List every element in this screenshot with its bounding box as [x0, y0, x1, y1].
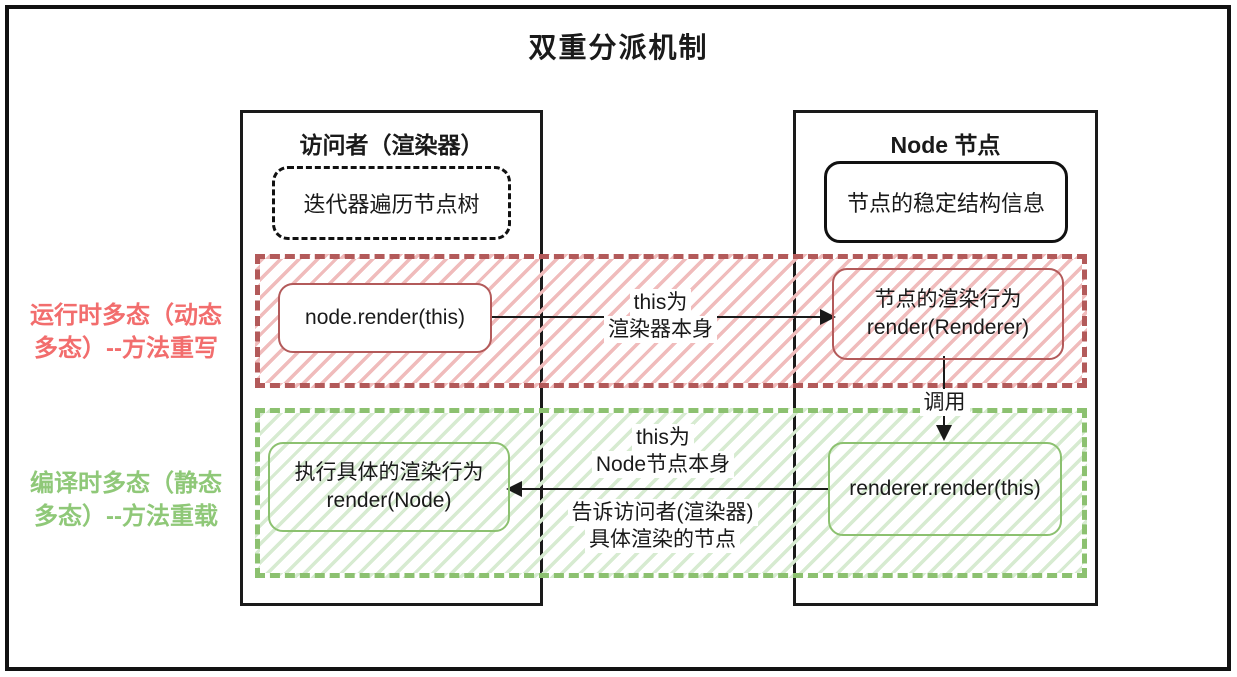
render-renderer-line1: 节点的渲染行为: [874, 288, 1022, 311]
tell-visitor-line2: 具体渲染的节点: [585, 526, 740, 553]
renderer-render-this-text: renderer.render(this): [849, 477, 1041, 500]
compile-band-label-line1: 编译时多态（静态: [30, 470, 222, 497]
this-is-renderer-line1: this为: [629, 289, 692, 316]
diagram-title: 双重分派机制: [528, 32, 709, 63]
node-panel-title: Node 节点: [890, 132, 1001, 158]
outer-frame: [5, 5, 1231, 671]
call-label: 调用: [902, 389, 987, 416]
node-render-this-text: node.render(this): [305, 306, 465, 329]
render-node-box: 执行具体的渲染行为 render(Node): [268, 442, 510, 532]
runtime-band-label-line2: 多态）--方法重写: [34, 335, 218, 362]
iterator-traversal-box: 迭代器遍历节点树: [272, 166, 511, 240]
runtime-band-label: 运行时多态（动态 多态）--方法重写: [10, 299, 242, 365]
renderer-render-this-box: renderer.render(this): [828, 442, 1062, 536]
render-renderer-line2: render(Renderer): [866, 316, 1030, 339]
compile-band-label-line2: 多态）--方法重载: [34, 503, 218, 530]
this-is-renderer-line2: 渲染器本身: [604, 316, 717, 343]
node-structure-box: 节点的稳定结构信息: [824, 161, 1068, 243]
visitor-panel-title: 访问者（渲染器）: [299, 132, 484, 158]
compile-band-label: 编译时多态（静态 多态）--方法重载: [10, 467, 242, 533]
render-node-line2: render(Node): [326, 489, 452, 512]
node-panel: Node 节点 节点的稳定结构信息: [793, 110, 1098, 606]
tell-visitor-line1: 告诉访问者(渲染器): [567, 499, 758, 526]
tell-visitor-label: 告诉访问者(渲染器) 具体渲染的节点: [540, 499, 785, 553]
visitor-panel: 访问者（渲染器） 迭代器遍历节点树: [240, 110, 543, 606]
node-render-this-box: node.render(this): [278, 283, 492, 353]
runtime-band-label-line1: 运行时多态（动态: [30, 302, 222, 329]
render-renderer-box: 节点的渲染行为 render(Renderer): [832, 268, 1064, 360]
call-label-text: 调用: [919, 389, 970, 416]
this-is-node-line1: this为: [632, 424, 694, 451]
render-node-line1: 执行具体的渲染行为: [294, 461, 484, 484]
this-is-renderer-label: this为 渲染器本身: [563, 289, 758, 343]
this-is-node-line2: Node节点本身: [591, 451, 735, 478]
this-is-node-label: this为 Node节点本身: [558, 424, 768, 478]
